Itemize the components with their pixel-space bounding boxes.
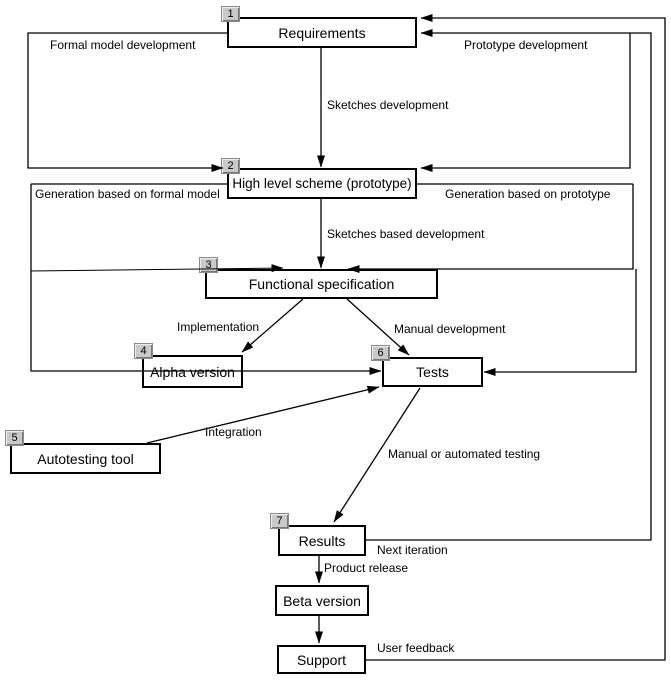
edge-label-implementation: Implementation	[177, 320, 260, 334]
edge-label-generation-based-on-prototype: Generation based on prototype	[445, 187, 611, 201]
edge-formal-model-development	[27, 32, 227, 172]
edge-prototype-development	[420, 33, 631, 172]
node-autotesting-tool: Autotesting tool	[10, 443, 161, 474]
edge-label-integration: Integration	[205, 425, 262, 439]
node-functional-specification-label: Functional specification	[248, 276, 395, 292]
edge-label-product-release: Product release	[324, 561, 409, 575]
badge-4: 4	[134, 343, 153, 359]
node-tests-label: Tests	[416, 364, 449, 380]
badge-1: 1	[221, 6, 240, 22]
edge-label-next-iteration: Next iteration	[377, 543, 448, 557]
edge-label-generation-based-on-formal-model: Generation based on formal model	[35, 187, 220, 201]
edge-label-formal-model-development: Formal model development	[50, 38, 196, 52]
edge-user-feedback	[366, 14, 666, 661]
edge-label-sketches-development: Sketches development	[327, 98, 449, 112]
node-alpha-version: Alpha version	[142, 355, 243, 388]
edge-label-manual-development: Manual development	[394, 322, 506, 336]
node-alpha-version-label: Alpha version	[150, 363, 235, 380]
node-support: Support	[277, 645, 366, 674]
node-high-level-scheme: High level scheme (prototype)	[227, 168, 417, 199]
node-functional-specification: Functional specification	[205, 269, 438, 299]
node-autotesting-tool-label: Autotesting tool	[37, 450, 134, 467]
node-high-level-scheme-label: High level scheme (prototype)	[232, 176, 412, 191]
edge-label-prototype-development: Prototype development	[464, 38, 588, 52]
node-beta-version: Beta version	[275, 585, 369, 616]
node-requirements: Requirements	[227, 17, 417, 48]
node-results: Results	[278, 525, 366, 556]
badge-6: 6	[371, 345, 390, 361]
node-requirements-label: Requirements	[278, 24, 366, 41]
edge-label-sketches-based-development: Sketches based development	[327, 227, 485, 241]
edge-label-manual-or-automated-testing: Manual or automated testing	[388, 447, 541, 461]
node-results-label: Results	[298, 532, 346, 549]
badge-3: 3	[199, 257, 218, 273]
badge-7: 7	[270, 513, 289, 529]
edge-into-tests-right	[483, 269, 637, 376]
node-tests: Tests	[382, 357, 483, 387]
badge-2: 2	[221, 158, 240, 174]
edge-label-user-feedback: User feedback	[377, 641, 455, 655]
node-support-label: Support	[296, 651, 347, 668]
edge-integration	[146, 385, 380, 444]
badge-5: 5	[5, 430, 24, 446]
node-beta-version-label: Beta version	[283, 592, 361, 609]
